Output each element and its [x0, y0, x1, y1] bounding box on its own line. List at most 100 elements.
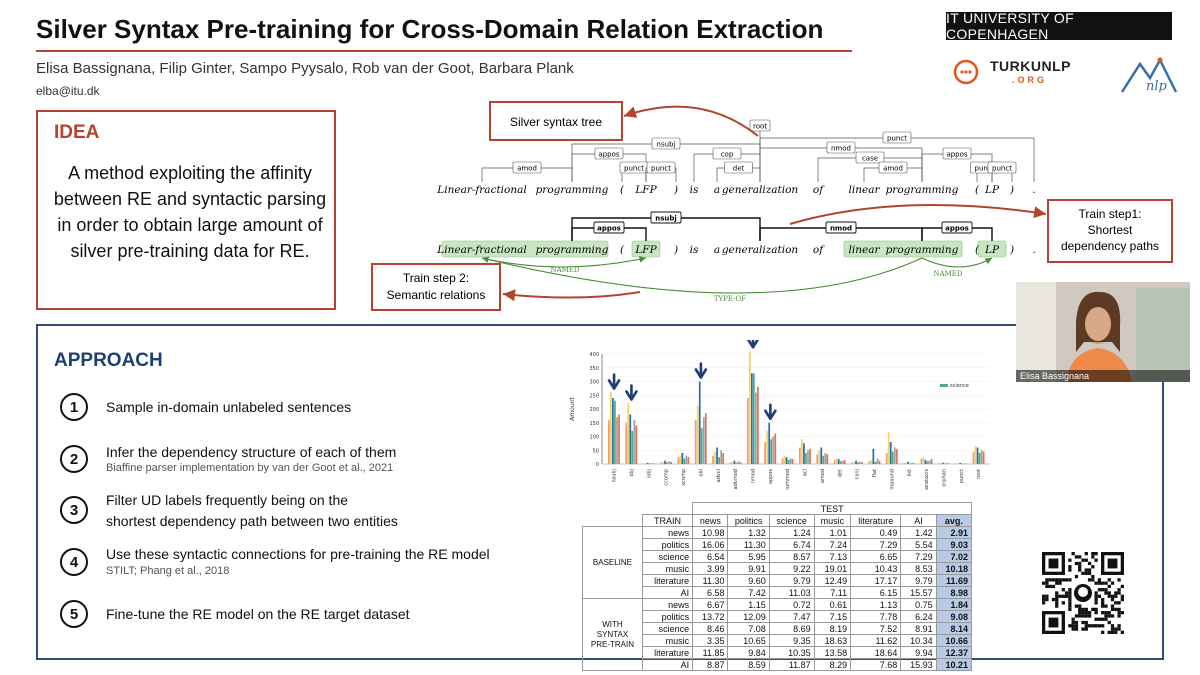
x-tick-label: advmod — [733, 469, 739, 489]
qr-module — [1064, 591, 1069, 595]
step-2-reference: Biaffine parser implementation by van de… — [106, 462, 394, 474]
x-tick-label: ccomp — [664, 469, 670, 486]
y-tick-label: 300 — [589, 380, 599, 386]
table-train-domain: literature — [641, 646, 694, 659]
qr-module — [1074, 555, 1079, 559]
y-tick-label: 250 — [589, 393, 599, 399]
qr-module — [1058, 578, 1062, 582]
table-cell: 9.03 — [935, 538, 973, 551]
qr-module — [1107, 594, 1111, 598]
step-2-text: Infer the dependency structure of each o… — [106, 444, 397, 460]
table-train-domain: literature — [641, 574, 694, 587]
qr-module — [1084, 624, 1088, 628]
table-cell: 10.34 — [900, 634, 937, 647]
table-corner — [583, 515, 643, 527]
qr-module — [1120, 584, 1124, 589]
qr-module — [1094, 607, 1098, 612]
tree-arc-label: amod — [883, 165, 903, 173]
table-train-domain: science — [641, 622, 694, 635]
qr-code[interactable] — [1042, 552, 1124, 634]
tree-token: ( — [975, 184, 980, 196]
bar — [768, 422, 771, 464]
bar — [974, 446, 977, 464]
y-tick-label: 0 — [596, 462, 599, 468]
table-cell: 6.54 — [692, 550, 729, 563]
qr-module — [1078, 614, 1082, 618]
table-cell: 3.35 — [692, 634, 729, 647]
qr-module — [1101, 617, 1105, 621]
bar — [694, 420, 697, 464]
bar — [781, 458, 784, 464]
qr-module — [1117, 601, 1121, 605]
table-cell: 10.66 — [935, 634, 973, 647]
bar — [809, 448, 811, 464]
table-train-domain: AI — [641, 658, 694, 671]
bar — [930, 459, 933, 464]
table-cell: 6.58 — [692, 586, 729, 599]
table-cell: 9.91 — [727, 562, 770, 575]
qr-module — [1045, 578, 1049, 582]
qr-module — [1051, 578, 1056, 582]
step-5-number: 5 — [60, 600, 88, 628]
qr-module — [1117, 614, 1121, 618]
path-token: a — [714, 244, 720, 256]
bar — [959, 462, 962, 464]
qr-module — [1110, 614, 1115, 618]
bar — [885, 453, 888, 464]
tree-arc-label: appos — [946, 151, 967, 159]
bar — [702, 417, 705, 464]
nlp-mountain-logo: nlp — [1120, 57, 1178, 94]
qr-module — [1084, 607, 1088, 612]
speech-bubble-icon — [953, 59, 979, 85]
bar — [608, 420, 610, 464]
legend-label: science — [950, 383, 969, 389]
x-tick-label: nummod — [785, 469, 791, 490]
tree-arc-label: punct — [975, 165, 995, 173]
bar — [687, 457, 690, 464]
qr-module — [1110, 594, 1115, 598]
qr-module — [1094, 558, 1098, 562]
table-cell: 0.72 — [768, 598, 815, 611]
qr-module — [1058, 594, 1062, 598]
qr-module — [1084, 552, 1088, 556]
table-cell: 10.43 — [850, 562, 902, 575]
bar — [978, 453, 981, 464]
path-token: . — [1032, 244, 1035, 256]
bar — [976, 447, 979, 464]
x-tick-label: acl — [803, 469, 809, 476]
qr-module — [1091, 624, 1095, 628]
tree-token: ( — [620, 184, 625, 196]
author-list: Elisa Bassignana, Filip Ginter, Sampo Py… — [36, 60, 574, 77]
table-cell: 7.29 — [850, 538, 902, 551]
qr-module — [1061, 578, 1065, 582]
table-cell: 9.94 — [900, 646, 937, 659]
qr-module — [1042, 594, 1046, 598]
qr-module — [1078, 561, 1082, 566]
x-tick-label: conj — [855, 469, 861, 479]
path-arc-label-box — [941, 221, 973, 234]
bar — [855, 460, 857, 464]
qr-module — [1078, 565, 1082, 569]
qr-module — [1097, 578, 1102, 582]
qr-module — [1084, 614, 1088, 618]
train-step2-arrow — [502, 289, 641, 302]
qr-module — [1094, 601, 1098, 605]
bar — [660, 462, 662, 464]
table-cell: 6.67 — [692, 598, 729, 611]
table-cell: 7.13 — [813, 550, 852, 563]
tree-token: generalization — [722, 184, 799, 196]
bar — [982, 451, 985, 464]
qr-module — [1107, 630, 1111, 634]
qr-module — [1117, 611, 1121, 615]
bar — [685, 455, 688, 464]
bar — [755, 392, 757, 464]
table-cell: 15.93 — [900, 658, 937, 671]
bar — [746, 398, 749, 464]
bar — [859, 461, 861, 464]
qr-module — [1107, 591, 1111, 595]
qr-module — [1048, 584, 1052, 589]
table-group-label-line: SYNTAX — [596, 629, 629, 639]
table-train-domain: AI — [641, 586, 694, 599]
